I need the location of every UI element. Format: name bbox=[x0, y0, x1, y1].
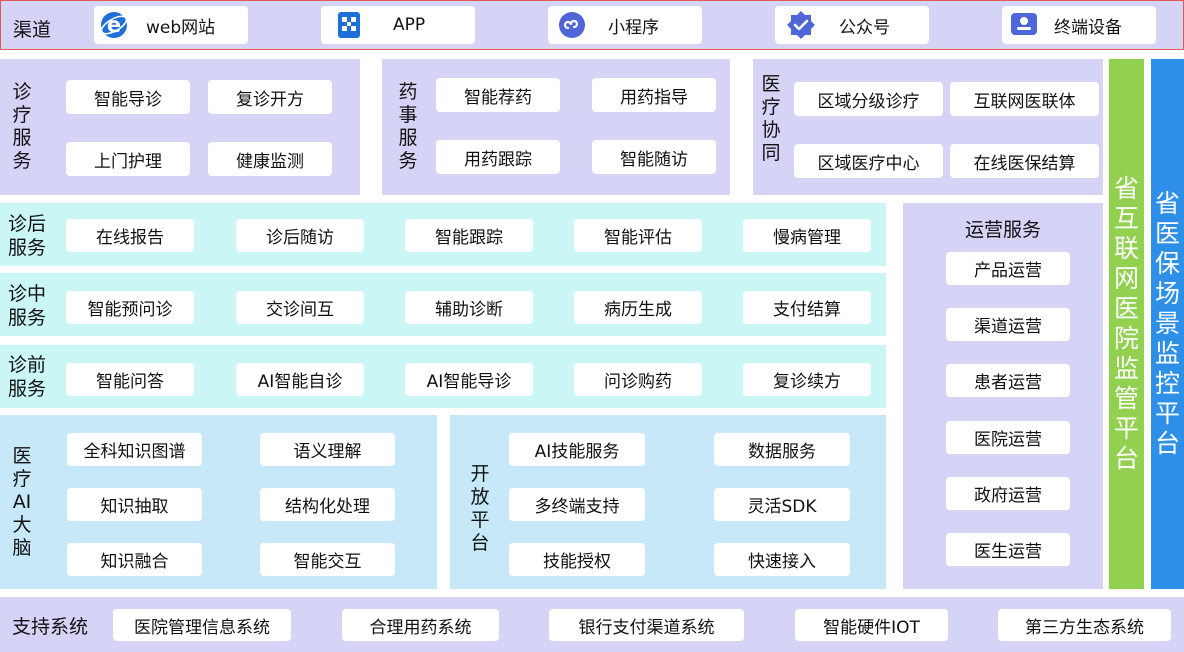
ai-item-2[interactable]: 知识抽取 bbox=[67, 488, 202, 521]
ai-item-3[interactable]: 结构化处理 bbox=[260, 488, 395, 521]
pre-item-4[interactable]: 复诊续方 bbox=[743, 363, 871, 396]
pharmacy-item-3[interactable]: 智能随访 bbox=[592, 140, 716, 174]
pre-item-2[interactable]: AI智能导诊 bbox=[405, 363, 533, 396]
post-service-row: 诊后服务 在线报告 诊后随访 智能跟踪 智能评估 慢病管理 bbox=[0, 203, 886, 266]
clinic-item-1[interactable]: 复诊开方 bbox=[208, 80, 332, 114]
collab-item-1[interactable]: 互联网医联体 bbox=[950, 82, 1099, 116]
insurance-monitoring-label: 省医保场景监控平台 bbox=[1154, 189, 1180, 458]
pre-item-0[interactable]: 智能问答 bbox=[66, 363, 194, 396]
svg-text:e: e bbox=[107, 13, 121, 37]
channel-official-account[interactable]: 公众号 bbox=[775, 6, 929, 44]
collab-item-0[interactable]: 区域分级诊疗 bbox=[794, 82, 943, 116]
open-item-3[interactable]: 灵活SDK bbox=[714, 488, 850, 521]
ops-item-2[interactable]: 患者运营 bbox=[946, 364, 1070, 397]
channel-terminal-label: 终端设备 bbox=[1054, 17, 1122, 38]
in-item-4[interactable]: 支付结算 bbox=[743, 291, 871, 324]
open-item-2[interactable]: 多终端支持 bbox=[509, 488, 645, 521]
channel-web[interactable]: e web网站 bbox=[94, 6, 248, 44]
pharmacy-service-panel: 药事服务 智能荐药 用药指导 用药跟踪 智能随访 bbox=[382, 59, 730, 195]
channel-app-label: APP bbox=[393, 15, 426, 35]
channel-app[interactable]: APP bbox=[321, 6, 475, 44]
pre-service-label: 诊前服务 bbox=[8, 354, 47, 400]
in-service-row: 诊中服务 智能预问诊 交诊间互 辅助诊断 病历生成 支付结算 bbox=[0, 273, 886, 336]
collab-item-2[interactable]: 区域医疗中心 bbox=[794, 144, 943, 178]
ops-item-3[interactable]: 医院运营 bbox=[946, 421, 1070, 454]
open-platform-panel: 开放平台 AI技能服务 数据服务 多终端支持 灵活SDK 技能授权 快速接入 bbox=[450, 415, 886, 589]
ai-item-5[interactable]: 智能交互 bbox=[260, 543, 395, 576]
channel-bar: 渠道 e web网站 APP bbox=[0, 0, 1184, 50]
ops-item-0[interactable]: 产品运营 bbox=[946, 252, 1070, 285]
medical-collab-label: 医疗协同 bbox=[761, 73, 781, 164]
ops-item-4[interactable]: 政府运营 bbox=[946, 477, 1070, 510]
open-item-0[interactable]: AI技能服务 bbox=[509, 433, 645, 466]
pre-service-row: 诊前服务 智能问答 AI智能自诊 AI智能导诊 问诊购药 复诊续方 bbox=[0, 345, 886, 408]
open-item-1[interactable]: 数据服务 bbox=[714, 433, 850, 466]
insurance-monitoring-bar: 省医保场景监控平台 bbox=[1151, 59, 1184, 589]
post-item-1[interactable]: 诊后随访 bbox=[236, 219, 364, 252]
support-item-0[interactable]: 医院管理信息系统 bbox=[113, 609, 291, 641]
ops-item-1[interactable]: 渠道运营 bbox=[946, 308, 1070, 341]
post-item-2[interactable]: 智能跟踪 bbox=[405, 219, 533, 252]
support-item-1[interactable]: 合理用药系统 bbox=[342, 609, 499, 641]
hospital-supervision-bar: 省互联网医院监管平台 bbox=[1109, 59, 1144, 589]
open-item-5[interactable]: 快速接入 bbox=[714, 543, 850, 576]
post-service-label: 诊后服务 bbox=[8, 213, 47, 259]
pre-item-3[interactable]: 问诊购药 bbox=[574, 363, 702, 396]
ops-item-5[interactable]: 医生运营 bbox=[946, 533, 1070, 566]
ai-brain-panel: 医疗AI大脑 全科知识图谱 语义理解 知识抽取 结构化处理 知识融合 智能交互 bbox=[0, 415, 437, 589]
operations-panel: 运营服务 产品运营 渠道运营 患者运营 医院运营 政府运营 医生运营 bbox=[903, 203, 1103, 589]
clinic-service-label: 诊疗服务 bbox=[12, 81, 32, 172]
in-item-1[interactable]: 交诊间互 bbox=[236, 291, 364, 324]
mini-program-icon bbox=[556, 9, 588, 41]
clinic-service-panel: 诊疗服务 智能导诊 复诊开方 上门护理 健康监测 bbox=[0, 59, 360, 195]
clinic-item-2[interactable]: 上门护理 bbox=[66, 142, 190, 176]
terminal-device-icon bbox=[1008, 9, 1040, 41]
support-bar: 支持系统 医院管理信息系统 合理用药系统 银行支付渠道系统 智能硬件IOT 第三… bbox=[0, 597, 1184, 652]
support-item-3[interactable]: 智能硬件IOT bbox=[795, 609, 948, 641]
in-item-3[interactable]: 病历生成 bbox=[574, 291, 702, 324]
post-item-0[interactable]: 在线报告 bbox=[66, 219, 194, 252]
ai-item-0[interactable]: 全科知识图谱 bbox=[67, 433, 202, 466]
channel-official-account-label: 公众号 bbox=[839, 17, 890, 38]
app-grid-icon bbox=[333, 9, 365, 41]
clinic-item-0[interactable]: 智能导诊 bbox=[66, 80, 190, 114]
in-service-label: 诊中服务 bbox=[8, 283, 47, 329]
channel-mini-program[interactable]: 小程序 bbox=[548, 6, 702, 44]
pharmacy-service-label: 药事服务 bbox=[398, 81, 418, 172]
support-label: 支持系统 bbox=[12, 616, 89, 638]
channel-web-label: web网站 bbox=[146, 17, 216, 38]
open-item-4[interactable]: 技能授权 bbox=[509, 543, 645, 576]
pharmacy-item-0[interactable]: 智能荐药 bbox=[436, 78, 560, 112]
channel-mini-program-label: 小程序 bbox=[608, 17, 659, 38]
pre-item-1[interactable]: AI智能自诊 bbox=[236, 363, 364, 396]
verified-badge-icon bbox=[785, 9, 817, 41]
ai-item-1[interactable]: 语义理解 bbox=[260, 433, 395, 466]
channel-label: 渠道 bbox=[13, 19, 52, 41]
ie-browser-icon: e bbox=[98, 9, 130, 41]
hospital-supervision-label: 省互联网医院监管平台 bbox=[1113, 174, 1139, 473]
post-item-3[interactable]: 智能评估 bbox=[574, 219, 702, 252]
support-item-4[interactable]: 第三方生态系统 bbox=[998, 609, 1171, 641]
medical-collab-panel: 医疗协同 区域分级诊疗 互联网医联体 区域医疗中心 在线医保结算 bbox=[753, 59, 1103, 195]
operations-label: 运营服务 bbox=[964, 219, 1041, 241]
pharmacy-item-2[interactable]: 用药跟踪 bbox=[436, 140, 560, 174]
ai-brain-label: 医疗AI大脑 bbox=[12, 445, 32, 559]
ai-item-4[interactable]: 知识融合 bbox=[67, 543, 202, 576]
open-platform-label: 开放平台 bbox=[470, 463, 490, 554]
collab-item-3[interactable]: 在线医保结算 bbox=[950, 144, 1099, 178]
channel-terminal[interactable]: 终端设备 bbox=[1002, 6, 1156, 44]
in-item-2[interactable]: 辅助诊断 bbox=[405, 291, 533, 324]
pharmacy-item-1[interactable]: 用药指导 bbox=[592, 78, 716, 112]
clinic-item-3[interactable]: 健康监测 bbox=[208, 142, 332, 176]
support-item-2[interactable]: 银行支付渠道系统 bbox=[549, 609, 744, 641]
in-item-0[interactable]: 智能预问诊 bbox=[66, 291, 194, 324]
post-item-4[interactable]: 慢病管理 bbox=[743, 219, 871, 252]
